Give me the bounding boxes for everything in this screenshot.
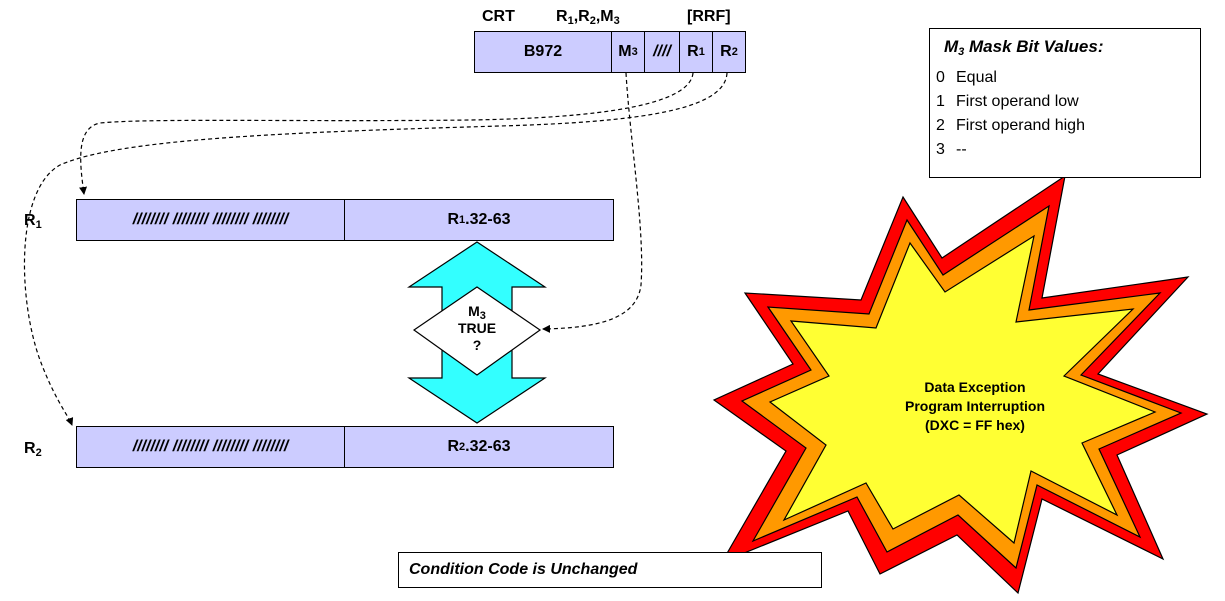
rrf-label: [RRF] [687, 8, 731, 25]
condition-code-box: Condition Code is Unchanged [398, 552, 822, 588]
r2-register-label: R2 [24, 440, 42, 459]
legend-row: 3-- [936, 141, 967, 158]
decision-m3: M3 [468, 303, 486, 322]
opcode-cell: B972 [474, 31, 612, 73]
decision-question: ? [472, 337, 482, 353]
decision-diamond [412, 286, 542, 376]
legend-title: M3 Mask Bit Values: [944, 37, 1104, 58]
r1-high-half: //////// //////// //////// //////// [76, 199, 345, 241]
r2-connector-arrow [23, 72, 728, 426]
exception-line2: Program Interruption [904, 398, 1045, 414]
r1-register-label: R1 [24, 212, 42, 231]
exception-text: Data Exception Program Interruption (DXC… [880, 378, 1070, 435]
crt-label: CRT [482, 8, 515, 25]
exception-line1: Data Exception [924, 379, 1026, 395]
decision-text: M3 TRUE ? [437, 303, 517, 354]
decision-true: TRUE [457, 320, 497, 336]
exception-line3: (DXC = FF hex) [925, 417, 1025, 433]
burst-inner [768, 234, 1157, 545]
operands-label: R1,R2,M3 [556, 8, 620, 27]
m3-connector-arrow [542, 72, 643, 333]
exception-starburst [712, 174, 1209, 595]
r2-high-half: //////// //////// //////// //////// [76, 426, 345, 468]
r1-connector-arrow [79, 72, 694, 195]
